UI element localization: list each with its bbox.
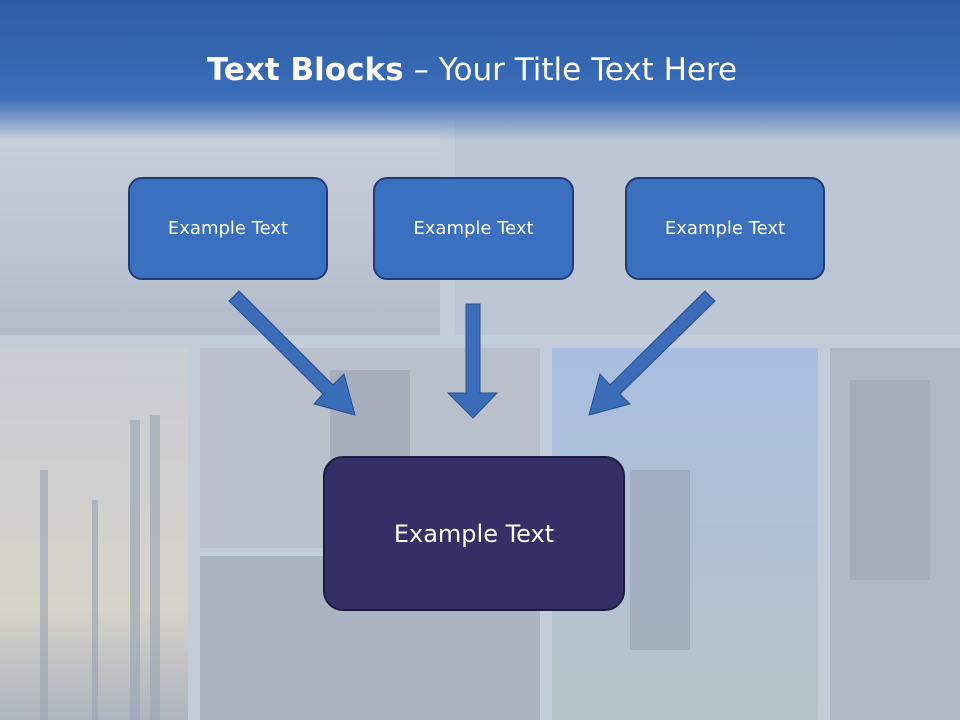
top-text-block-2: Example Text xyxy=(373,177,574,280)
top-text-block-1: Example Text xyxy=(128,177,328,280)
arrow-right xyxy=(588,290,716,416)
title-separator: – xyxy=(403,52,439,88)
arrow-left xyxy=(228,290,356,416)
bottom-text-block: Example Text xyxy=(323,456,625,611)
top-text-block-3: Example Text xyxy=(625,177,825,280)
slide-title: Text Blocks – Your Title Text Here xyxy=(0,52,944,88)
arrow-center xyxy=(446,303,499,419)
title-bold: Text Blocks xyxy=(206,52,404,88)
title-rest: Your Title Text Here xyxy=(438,52,738,88)
header-bar xyxy=(0,0,960,140)
